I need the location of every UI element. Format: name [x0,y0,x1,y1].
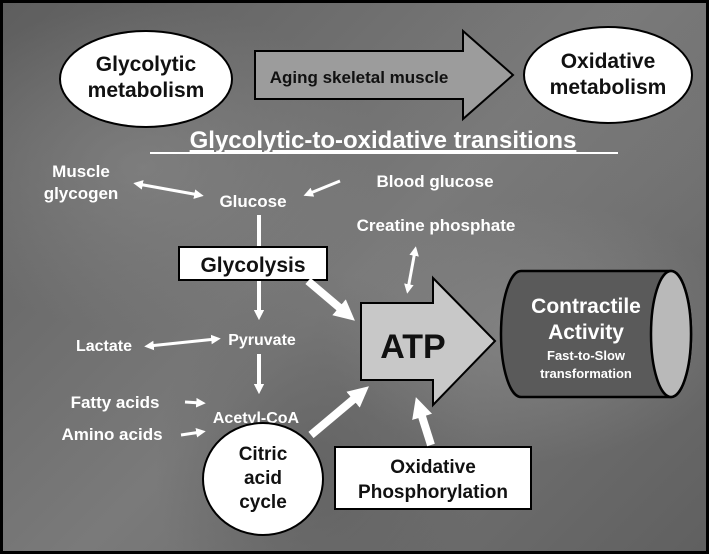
oxphos-atp-arrow [412,397,435,447]
glycolytic-metabolism-node: Glycolytic metabolism [59,30,233,128]
pyruvate-label: Pyruvate [228,332,296,349]
oxidative-metabolism-line1: Oxidative [561,50,656,73]
aging-skeletal-muscle-label: Aging skeletal muscle [270,68,449,87]
lactate-label: Lactate [76,338,132,355]
oxidative-phosphorylation-box: Oxidative Phosphorylation [334,446,532,510]
blood-glucose-arrow [303,179,341,197]
contractile-activity-cylinder: Contractile Activity Fast-to-Slow transf… [499,269,693,399]
glycolysis-box: Glycolysis [178,246,328,281]
oxidative-metabolism-line2: metabolism [550,76,667,99]
contractile-activity-line1: Contractile [531,295,641,318]
creatine-phosphate-label: Creatine phosphate [357,216,516,235]
glycogen-glucose-arrow [133,180,204,199]
glycolysis-atp-arrow [305,277,355,321]
contractile-activity-line2: Activity [548,321,624,344]
amino-acids-label: Amino acids [61,425,162,444]
fatty-acids-label: Fatty acids [71,393,160,412]
citric-acid-cycle-line1: Citric [239,444,288,465]
fatty-acids-arrow [184,397,206,408]
diagram-heading: Glycolytic-to-oxidative transitions [190,127,577,154]
citric-acid-cycle-node: Citric acid cycle [202,422,324,536]
blood-glucose-label: Blood glucose [376,172,493,191]
citric-atp-arrow [308,386,369,439]
citric-acid-cycle-line3: cycle [239,492,287,513]
transformation-line1: Fast-to-Slow [547,348,626,363]
transformation-line2: transformation [540,366,632,381]
oxidative-phosphorylation-line2: Phosphorylation [358,482,508,503]
connector-arrows [133,179,435,447]
glucose-label: Glucose [219,192,286,211]
muscle-glycogen-line2: glycogen [44,184,119,203]
oxidative-metabolism-node: Oxidative metabolism [523,26,693,124]
metabolism-diagram: Glycolytic metabolism Aging skeletal mus… [44,26,693,536]
oxidative-phosphorylation-line1: Oxidative [390,457,476,478]
citric-acid-cycle-line2: acid [244,468,282,489]
atp-label: ATP [380,328,445,366]
lactate-pyruvate-arrow [144,334,221,351]
amino-acids-arrow [180,427,206,438]
creatine-atp-arrow [404,246,419,294]
glycolytic-metabolism-line2: metabolism [88,79,205,102]
glycolysis-label: Glycolysis [200,254,305,277]
aging-skeletal-muscle-arrow: Aging skeletal muscle [254,28,515,122]
glycolytic-metabolism-line1: Glycolytic [96,53,197,76]
acetyl-coa-label: Acetyl-CoA [213,410,300,427]
muscle-glycogen-line1: Muscle [52,162,110,181]
atp-arrow: ATP [360,275,497,408]
